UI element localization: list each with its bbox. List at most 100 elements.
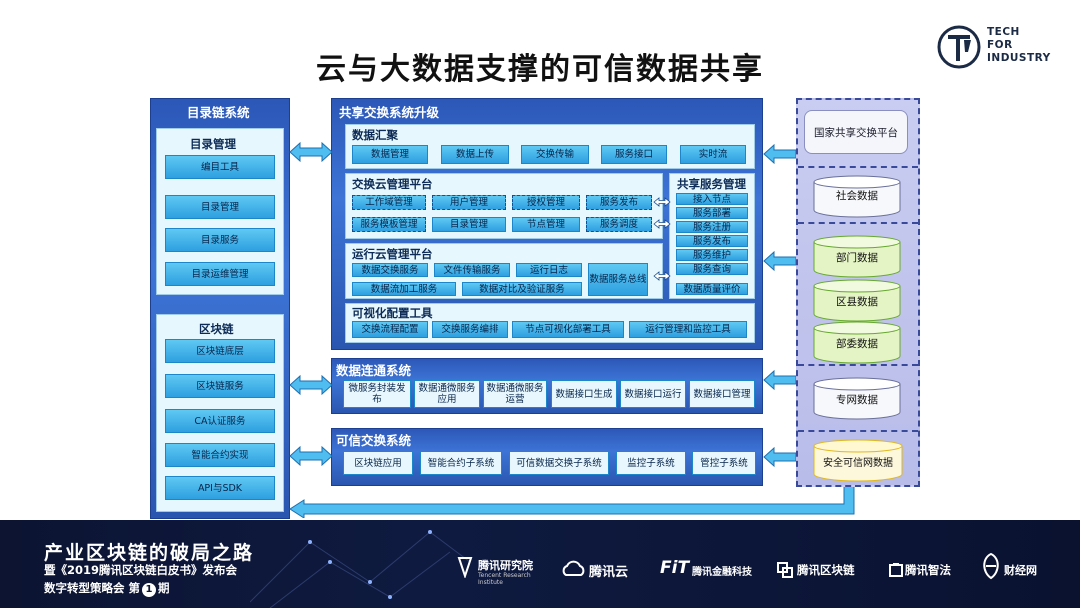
connect-item[interactable]: 数据接口生成 — [551, 380, 617, 408]
catalog-item[interactable]: 编目工具 — [165, 155, 275, 179]
cloud-item[interactable]: 用户管理 — [432, 195, 506, 210]
blockchain-item[interactable]: API与SDK — [165, 476, 275, 500]
database-cylinder-icon — [813, 279, 901, 322]
tencent-law-logo-icon — [889, 563, 903, 577]
left-arrow-icon — [763, 143, 797, 165]
district-data-label: 区县数据 — [836, 296, 878, 308]
left-arrow-icon — [763, 446, 797, 468]
gather-item[interactable]: 数据上传 — [441, 145, 509, 164]
footer-title: 产业区块链的破局之路 — [44, 542, 255, 564]
sponsor-tri: 腾讯研究院 — [478, 559, 533, 572]
sponsor-cloud: 腾讯云 — [589, 565, 629, 580]
divider — [798, 222, 918, 224]
caijing-logo-icon — [983, 552, 999, 580]
share-item[interactable]: 数据质量评价 — [676, 283, 748, 295]
trusted-item[interactable]: 智能合约子系统 — [420, 451, 502, 475]
secure-net-data-label: 安全可信网数据 — [823, 458, 893, 469]
trusted-item[interactable]: 管控子系统 — [692, 451, 756, 475]
sponsor-blockchain: 腾讯区块链 — [797, 563, 855, 577]
catalog-item[interactable]: 目录运维管理 — [165, 262, 275, 286]
data-service-bus[interactable]: 数据服务总线 — [588, 263, 648, 296]
visual-item[interactable]: 节点可视化部署工具 — [512, 321, 624, 338]
page-title: 云与大数据支撑的可信数据共享 — [316, 52, 764, 87]
share-item[interactable]: 服务注册 — [676, 221, 748, 233]
double-arrow-icon — [289, 141, 333, 163]
gather-item[interactable]: 服务接口 — [601, 145, 667, 164]
runtime-item[interactable]: 运行日志 — [516, 263, 582, 277]
cloud-item[interactable]: 节点管理 — [512, 217, 580, 232]
left-arrow-icon — [763, 250, 797, 272]
trusted-item[interactable]: 监控子系统 — [616, 451, 686, 475]
visual-tools-title: 可视化配置工具 — [352, 306, 433, 320]
dept-data-label: 部门数据 — [836, 252, 878, 264]
share-item[interactable]: 服务查询 — [676, 263, 748, 275]
share-item[interactable]: 接入节点 — [676, 193, 748, 205]
gather-item[interactable]: 交换传输 — [521, 145, 589, 164]
blockchain-title: 区块链 — [199, 322, 234, 336]
footer-subtitle: 暨《2019腾讯区块链白皮书》发布会 — [44, 563, 238, 577]
share-item[interactable]: 服务维护 — [676, 249, 748, 261]
divider — [798, 166, 918, 168]
share-item[interactable]: 服务发布 — [676, 235, 748, 247]
runtime-item[interactable]: 数据流加工服务 — [352, 282, 456, 296]
trusted-item[interactable]: 区块链应用 — [343, 451, 413, 475]
social-data-label: 社会数据 — [836, 190, 878, 202]
divider — [798, 364, 918, 366]
connect-item[interactable]: 数据通微服务运营 — [483, 380, 547, 408]
exchange-header: 共享交换系统升级 — [339, 105, 440, 120]
catalog-item[interactable]: 目录服务 — [165, 228, 275, 252]
connect-item[interactable]: 数据通微服务应用 — [414, 380, 480, 408]
trusted-item[interactable]: 可信数据交换子系统 — [509, 451, 609, 475]
database-cylinder-icon — [813, 377, 901, 420]
gather-item[interactable]: 实时流 — [680, 145, 746, 164]
small-double-arrows-icon — [653, 197, 671, 281]
catalog-mgmt-title: 目录管理 — [190, 137, 236, 151]
database-cylinder-icon — [813, 175, 901, 218]
double-arrow-icon — [289, 445, 333, 467]
runtime-item[interactable]: 文件传输服务 — [434, 263, 510, 277]
sponsor-fit-mark: FiT — [660, 558, 690, 578]
connect-item[interactable]: 数据接口管理 — [689, 380, 755, 408]
visual-item[interactable]: 运行管理和监控工具 — [629, 321, 747, 338]
double-arrow-icon — [289, 374, 333, 396]
sponsor-caijing: 财经网 — [1004, 564, 1037, 577]
cloud-item[interactable]: 服务调度 — [586, 217, 652, 232]
trusted-header: 可信交换系统 — [336, 433, 412, 448]
visual-item[interactable]: 交换流程配置 — [352, 321, 428, 338]
divider — [798, 430, 918, 432]
sponsor-fit: 腾讯金融科技 — [692, 567, 752, 578]
national-exchange-platform[interactable]: 国家共享交换平台 — [804, 110, 908, 154]
blockchain-item[interactable]: 区块链服务 — [165, 374, 275, 398]
gather-item[interactable]: 数据管理 — [352, 145, 428, 164]
runtime-item[interactable]: 数据对比及验证服务 — [462, 282, 582, 296]
cloud-mgmt-title: 交换云管理平台 — [352, 177, 433, 191]
sponsor-law: 腾讯智法 — [905, 563, 951, 577]
share-item[interactable]: 服务部署 — [676, 207, 748, 219]
cloud-item[interactable]: 工作域管理 — [352, 195, 426, 210]
cloud-item[interactable]: 授权管理 — [512, 195, 580, 210]
blockchain-item[interactable]: 区块链底层 — [165, 339, 275, 363]
share-mgmt-title: 共享服务管理 — [677, 177, 746, 191]
connect-header: 数据连通系统 — [336, 363, 412, 378]
blockchain-item[interactable]: CA认证服务 — [165, 409, 275, 433]
left-arrow-icon — [763, 369, 797, 391]
tech-for-industry-logo-icon — [937, 25, 981, 69]
cloud-item[interactable]: 服务模板管理 — [352, 217, 426, 232]
runtime-item[interactable]: 数据交换服务 — [352, 263, 428, 277]
runtime-mgmt-title: 运行云管理平台 — [352, 247, 433, 261]
footer-decoration-icon — [250, 530, 470, 608]
blockchain-item[interactable]: 智能合约实现 — [165, 443, 275, 467]
database-cylinder-icon — [813, 321, 901, 364]
connect-item[interactable]: 数据接口运行 — [620, 380, 686, 408]
cloud-item[interactable]: 目录管理 — [432, 217, 506, 232]
private-net-data-label: 专网数据 — [836, 394, 878, 406]
connect-item[interactable]: 微服务封装发布 — [343, 380, 411, 408]
catalog-item[interactable]: 目录管理 — [165, 195, 275, 219]
visual-item[interactable]: 交换服务编排 — [432, 321, 508, 338]
return-arrow-icon — [289, 485, 855, 518]
cloud-item[interactable]: 服务发布 — [586, 195, 652, 210]
catalog-chain-header: 目录链系统 — [187, 105, 250, 120]
tencent-research-logo-icon — [457, 557, 473, 578]
